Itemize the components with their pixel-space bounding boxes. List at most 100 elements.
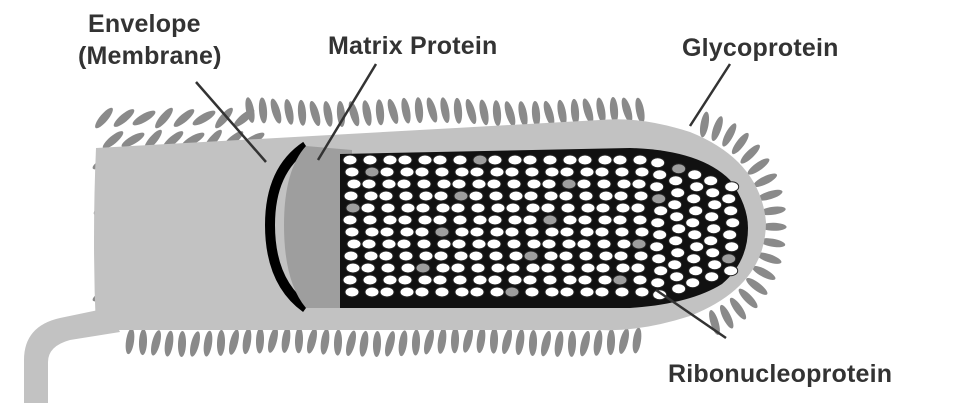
rnp-bead: [596, 263, 610, 273]
rnp-bead: [669, 176, 683, 186]
rnp-bead: [505, 227, 519, 237]
rnp-bead: [561, 263, 575, 273]
rnp-bead: [722, 254, 736, 264]
rnp-bead: [633, 155, 647, 165]
rnp-bead: [599, 191, 613, 201]
rnp-bead: [563, 275, 577, 285]
rnp-bead: [399, 251, 413, 261]
spike: [570, 99, 580, 126]
rnp-bead: [434, 251, 448, 261]
rnp-bead: [435, 167, 449, 177]
spike: [295, 327, 304, 353]
rnp-bead: [598, 275, 612, 285]
rnp-bead: [437, 179, 451, 189]
rnp-bead: [383, 215, 397, 225]
rnp-bead: [361, 203, 375, 213]
rnp-bead: [544, 251, 558, 261]
spike: [305, 327, 319, 354]
rnp-bead: [415, 287, 429, 297]
rnp-bead: [362, 239, 376, 249]
spike: [139, 329, 148, 355]
rnp-bead: [541, 203, 555, 213]
rnp-bead: [383, 155, 397, 165]
rnp-bead: [399, 191, 413, 201]
rnp-bead: [669, 236, 683, 246]
rnp-bead: [654, 266, 668, 276]
spike: [297, 100, 307, 127]
spike: [451, 327, 460, 353]
spike: [153, 105, 176, 130]
rnp-bead: [725, 182, 739, 192]
rnp-bead: [542, 239, 556, 249]
spike: [422, 328, 436, 355]
rnp-bead: [634, 191, 648, 201]
rnp-bead: [595, 227, 609, 237]
rnp-bead: [726, 218, 740, 228]
spike: [475, 327, 487, 354]
rnp-bead: [689, 266, 703, 276]
rnp-bead: [400, 167, 414, 177]
rnp-bead: [400, 287, 414, 297]
rnp-bead: [379, 191, 393, 201]
rnp-bead: [544, 191, 558, 201]
rnp-bead: [525, 287, 539, 297]
spike: [373, 331, 382, 357]
spike: [227, 329, 241, 356]
spike: [191, 108, 218, 128]
rnp-bead: [382, 179, 396, 189]
rnp-bead: [563, 155, 577, 165]
rnp-bead: [653, 170, 667, 180]
rnp-bead: [344, 191, 358, 201]
spike: [500, 328, 514, 355]
rnp-bead: [471, 263, 485, 273]
rnp-bead: [508, 275, 522, 285]
label-glycoprotein: Glycoprotein: [682, 36, 839, 61]
rnp-bead: [671, 188, 685, 198]
rnp-bead: [453, 155, 467, 165]
rnp-bead: [415, 227, 429, 237]
spike: [397, 330, 409, 357]
spike: [202, 330, 214, 357]
spike: [322, 100, 335, 127]
rnp-bead: [688, 230, 702, 240]
rnp-bead: [614, 191, 628, 201]
rnp-bead: [670, 212, 684, 222]
rnp-bead: [526, 263, 540, 273]
rnp-bead: [672, 224, 686, 234]
rnp-bead: [545, 287, 559, 297]
rnp-bead: [579, 251, 593, 261]
rnp-bead: [635, 287, 649, 297]
rnp-bead: [470, 287, 484, 297]
rnp-bead: [471, 203, 485, 213]
rnp-bead: [614, 251, 628, 261]
rnp-bead: [704, 236, 718, 246]
rnp-bead: [580, 287, 594, 297]
rnp-bead: [722, 194, 736, 204]
spike: [631, 327, 643, 354]
rnp-bead: [436, 263, 450, 273]
rnp-bead: [686, 278, 700, 288]
rnp-bead: [724, 206, 738, 216]
label-matrix-protein: Matrix Protein: [328, 34, 498, 59]
rnp-bead: [397, 239, 411, 249]
rnp-bead: [545, 167, 559, 177]
rnp-bead: [690, 242, 704, 252]
spike: [213, 105, 236, 130]
rnp-bead: [616, 203, 630, 213]
rnp-bead: [508, 155, 522, 165]
rnp-bead: [435, 227, 449, 237]
rnp-bead: [489, 251, 503, 261]
rnp-bead: [451, 263, 465, 273]
rnp-bead: [507, 179, 521, 189]
rnp-bead: [434, 191, 448, 201]
spike: [490, 327, 499, 353]
rnp-bead: [672, 284, 686, 294]
rnp-bead: [379, 251, 393, 261]
rnp-bead: [490, 167, 504, 177]
rnp-bead: [633, 215, 647, 225]
spike: [461, 326, 475, 353]
rnp-bead: [364, 251, 378, 261]
rnp-bead: [397, 179, 411, 189]
rnp-bead: [672, 164, 686, 174]
spike: [453, 98, 463, 125]
